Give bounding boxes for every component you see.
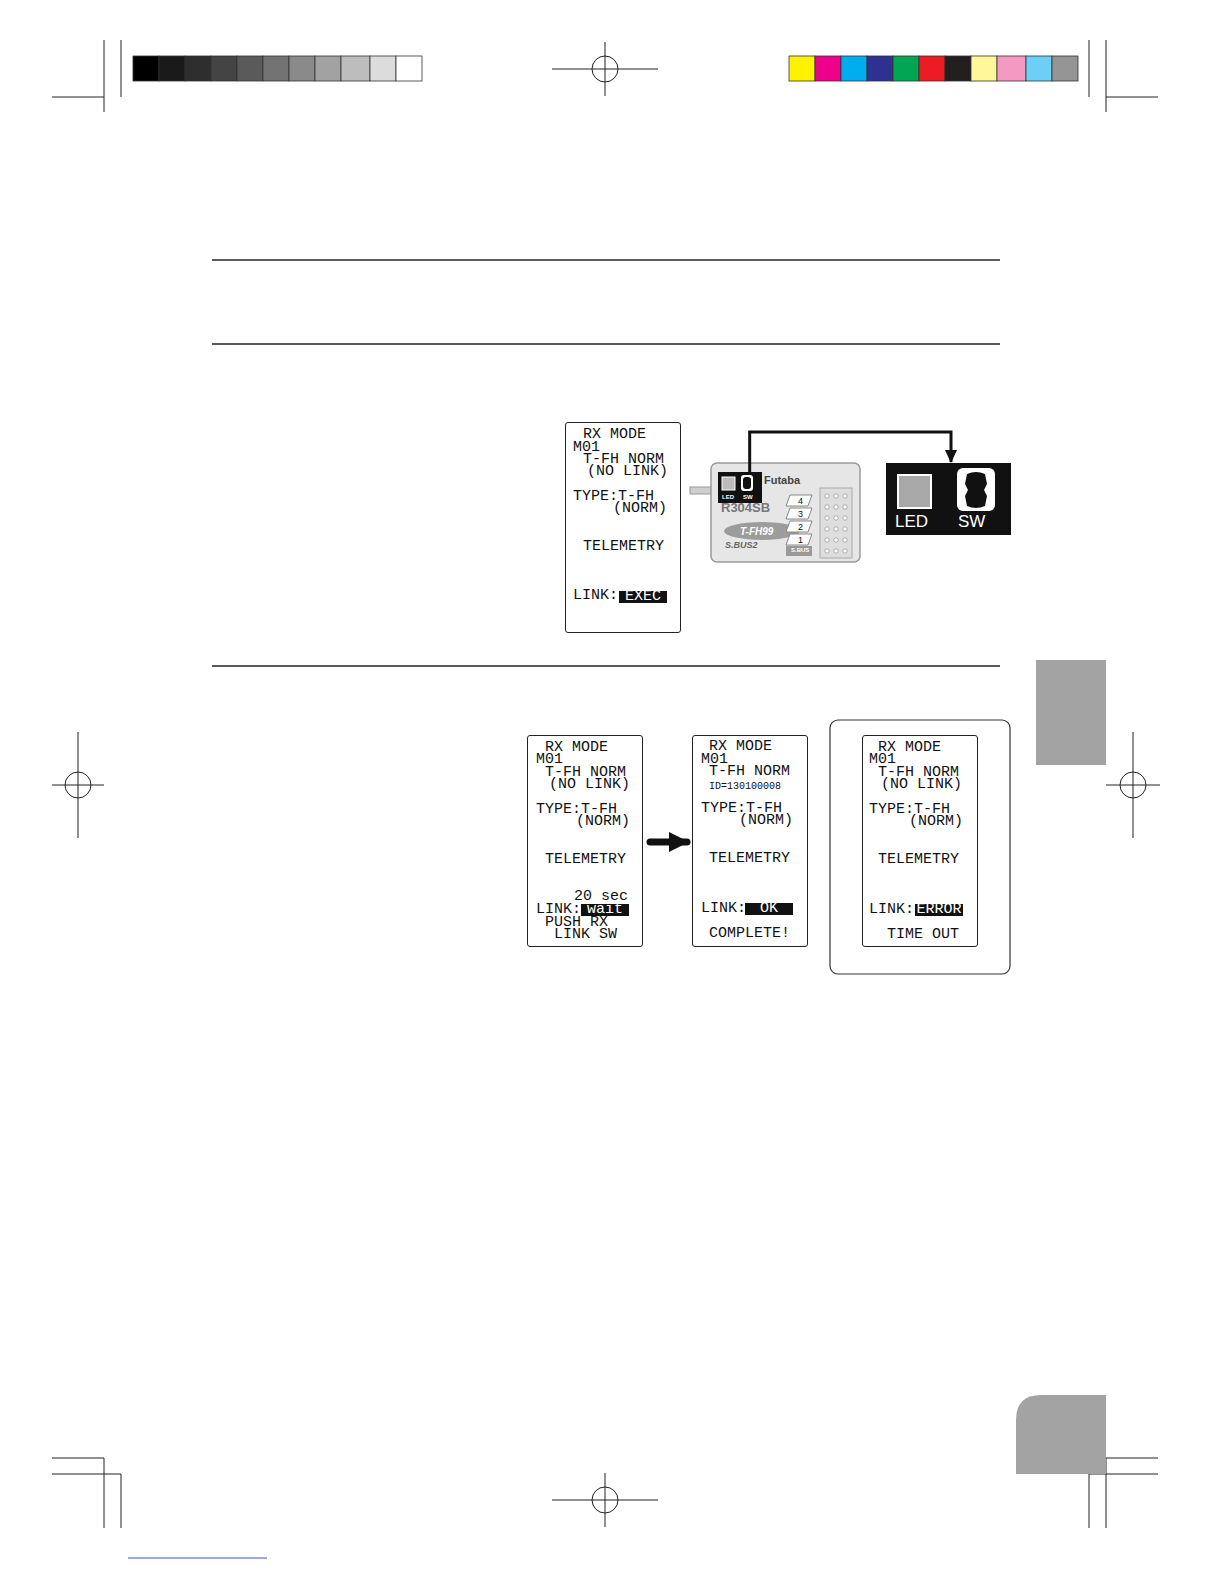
pin-hole: [834, 494, 838, 498]
display-text: LINK SW: [554, 928, 617, 942]
display-text: (NORM): [576, 815, 630, 829]
display-text: 3: [798, 509, 803, 519]
receiver-illustration: [690, 463, 860, 562]
display-text: (NORM): [613, 502, 667, 516]
display-text: (NO LINK): [881, 778, 962, 792]
pin-hole: [834, 505, 838, 509]
display-text: T-FH NORM: [709, 765, 790, 779]
pin-hole: [843, 549, 847, 553]
lcd-screen: RX MODEM01T-FH NORMID=130100008TYPE:T-FH…: [692, 735, 808, 947]
display-text: TELEMETRY: [545, 853, 626, 867]
colour-bar: [789, 56, 1078, 81]
display-text: M01: [536, 753, 563, 767]
pin-hole: [825, 527, 829, 531]
display-text: TELEMETRY: [709, 852, 790, 866]
callout-box: LED SW: [886, 463, 1011, 535]
pin-hole: [843, 538, 847, 542]
display-text: R304SB: [721, 501, 770, 515]
display-text: OK: [745, 903, 793, 915]
display-text: wait: [581, 904, 629, 916]
display-text: M01: [869, 753, 896, 767]
pin-hole: [834, 538, 838, 542]
display-text: SW: [743, 494, 753, 501]
connector-arrow: [650, 839, 687, 846]
display-text: TELEMETRY: [583, 540, 664, 554]
pin-hole: [825, 494, 829, 498]
display-text: LINK:: [573, 589, 618, 603]
pin-hole: [843, 494, 847, 498]
display-text: Futaba: [764, 474, 800, 486]
pin-hole: [843, 527, 847, 531]
link-switch-callout: [886, 463, 1011, 535]
page-number-tab: [1016, 1395, 1106, 1474]
display-text: T-FH99: [740, 526, 773, 537]
led-switch-panel: LED SW: [718, 472, 762, 503]
display-text: S.BUS: [791, 547, 809, 554]
display-text: (NORM): [909, 815, 963, 829]
crop-marks: [52, 40, 1158, 1528]
display-text: S.BUS2: [725, 540, 758, 550]
pin-hole: [825, 538, 829, 542]
chapter-tab: [1036, 660, 1106, 765]
pin-hole: [825, 516, 829, 520]
pin-hole: [825, 505, 829, 509]
display-text: (NO LINK): [587, 465, 668, 479]
display-text: (NORM): [739, 814, 793, 828]
display-text: ID=130100008: [709, 780, 781, 794]
receiver: FutabaR304SB T-FH99 4 3 2 1S.BUS S.BUS2 LED SW: [711, 463, 860, 562]
lcd-screen: RX MODEM01T-FH NORM(NO LINK)TYPE:T-FH(NO…: [862, 735, 978, 947]
display-text: TELEMETRY: [878, 853, 959, 867]
section-rules: [212, 260, 1000, 666]
pin-hole: [834, 516, 838, 520]
display-text: (NO LINK): [549, 778, 630, 792]
lcd-screen: RX MODEM01T-FH NORM(NO LINK)TYPE:T-FH(NO…: [565, 422, 681, 633]
pin-hole: [834, 549, 838, 553]
display-text: 20 sec: [574, 890, 628, 904]
pin-hole: [834, 527, 838, 531]
error-frame: [830, 720, 1010, 974]
display-text: LINK:: [869, 903, 914, 917]
display-text: TIME OUT: [887, 928, 959, 942]
link-underline: [128, 1558, 267, 1559]
display-text: EXEC: [619, 591, 667, 603]
pin-hole: [825, 549, 829, 553]
display-text: LED: [895, 513, 928, 531]
display-text: LINK:: [536, 903, 581, 917]
display-text: 2: [798, 522, 803, 532]
connector-arrow: [750, 432, 951, 472]
grey-scale-bar: [133, 56, 422, 81]
display-text: LED: [722, 494, 734, 501]
display-text: RX MODE: [583, 428, 646, 442]
registration-marks: [52, 42, 1160, 1527]
display-text: ERROR: [915, 904, 963, 916]
display-text: SW: [958, 513, 985, 531]
display-text: 4: [798, 496, 803, 506]
display-text: 1: [798, 535, 803, 545]
display-text: RX MODE: [709, 740, 772, 754]
pin-hole: [843, 505, 847, 509]
lcd-screen: RX MODEM01T-FH NORM(NO LINK)TYPE:T-FH(NO…: [527, 735, 643, 947]
pin-hole: [843, 516, 847, 520]
display-text: COMPLETE!: [709, 927, 790, 941]
display-text: LINK:: [701, 902, 746, 916]
